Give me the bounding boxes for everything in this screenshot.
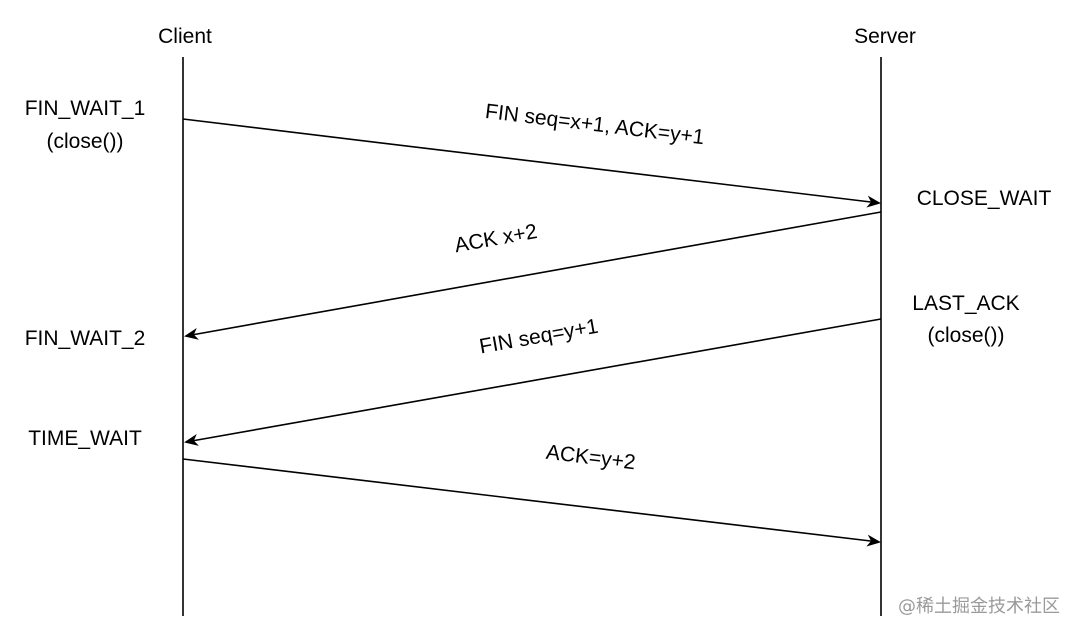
client-label: Client	[158, 25, 212, 48]
server-label: Server	[854, 25, 916, 48]
arrow-fin-client-to-server	[182, 118, 881, 208]
state-last-ack: LAST_ACK	[912, 292, 1019, 315]
message-ack-client: ACK=y+2	[545, 441, 637, 475]
state-fin-wait-2: FIN_WAIT_2	[25, 327, 146, 350]
arrow-fin-server-to-client	[184, 318, 882, 446]
message-fin-client: FIN seq=x+1, ACK=y+1	[484, 100, 706, 149]
arrow-ack-client-to-server	[182, 458, 881, 547]
state-fin-wait-1: FIN_WAIT_1	[25, 97, 146, 120]
message-ack-server: ACK x+2	[453, 220, 539, 257]
arrow-ack-server-to-client	[184, 211, 882, 340]
watermark-text: @稀土掘金技术社区	[898, 596, 1060, 617]
state-close-wait: CLOSE_WAIT	[917, 187, 1052, 210]
state-server-close-call: (close())	[928, 324, 1005, 347]
state-client-close-call: (close())	[47, 130, 124, 153]
state-time-wait: TIME_WAIT	[28, 427, 142, 450]
message-fin-server: FIN seq=y+1	[478, 315, 600, 359]
